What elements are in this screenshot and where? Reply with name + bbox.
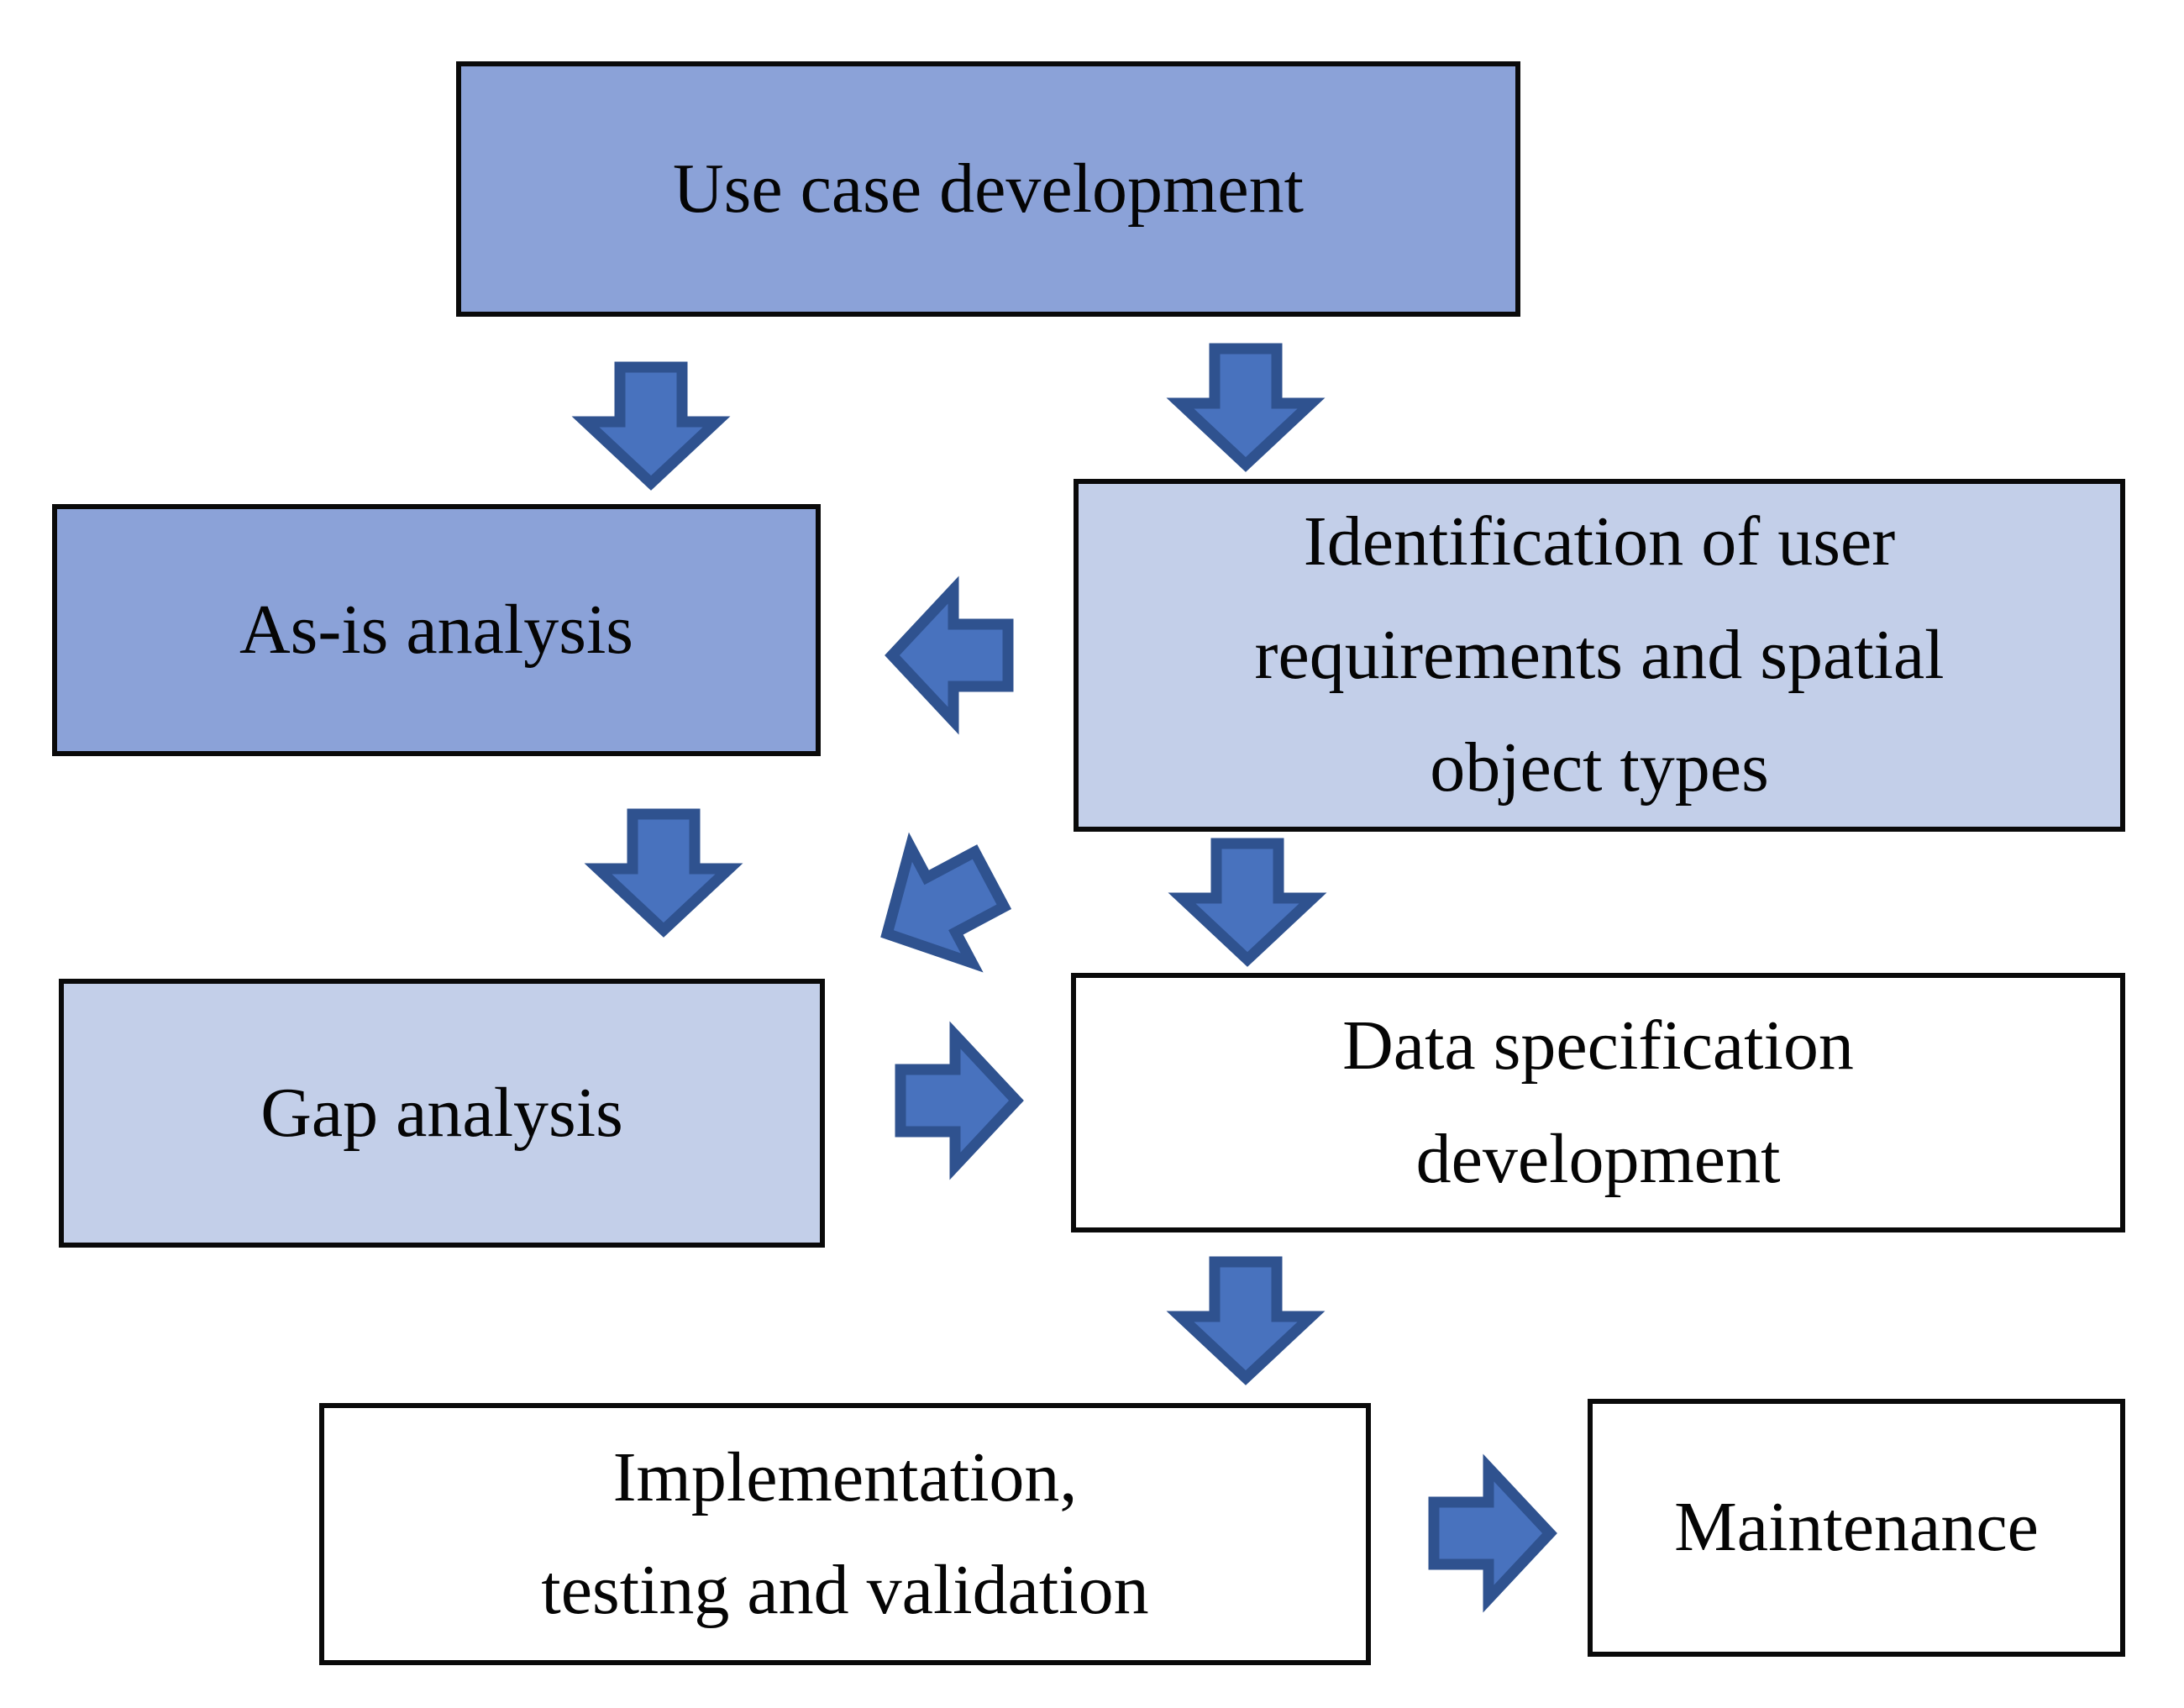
- arrow-data-spec-to-implementation: [1166, 1256, 1326, 1385]
- box-data-specification-development: Data specification development: [1071, 973, 2125, 1232]
- box-label-line: Implementation,: [612, 1437, 1078, 1516]
- arrow-as-is-to-gap: [584, 808, 743, 938]
- box-label-line: requirements and spatial: [1254, 615, 1945, 694]
- box-label: Gap analysis: [260, 1073, 623, 1152]
- box-label-line: object types: [1430, 728, 1769, 807]
- box-label: As-is analysis: [239, 590, 633, 669]
- box-identification-of-user-requirements: Identification of user requirements and …: [1074, 479, 2125, 832]
- box-label-line: development: [1415, 1119, 1781, 1198]
- box-maintenance: Maintenance: [1588, 1399, 2125, 1657]
- box-use-case-development: Use case development: [456, 61, 1520, 317]
- box-implementation-testing-validation: Implementation, testing and validation: [319, 1403, 1371, 1665]
- box-label-line: testing and validation: [541, 1551, 1149, 1629]
- box-label-line: Data specification: [1342, 1006, 1854, 1085]
- box-label: Maintenance: [1674, 1488, 2039, 1567]
- box-label: Use case development: [672, 149, 1305, 228]
- box-label-line: Identification of user: [1303, 502, 1896, 581]
- box-as-is-analysis: As-is analysis: [52, 504, 821, 756]
- box-gap-analysis: Gap analysis: [59, 979, 825, 1248]
- arrow-use-case-to-identification: [1166, 343, 1326, 472]
- arrow-identification-to-gap: [880, 832, 1012, 973]
- arrow-identification-to-data-spec: [1168, 838, 1327, 967]
- arrow-implementation-to-maintenance: [1428, 1453, 1557, 1613]
- arrow-use-case-to-as-is: [571, 361, 731, 491]
- arrow-identification-to-as-is: [885, 575, 1014, 735]
- arrow-gap-to-data-spec: [895, 1021, 1024, 1180]
